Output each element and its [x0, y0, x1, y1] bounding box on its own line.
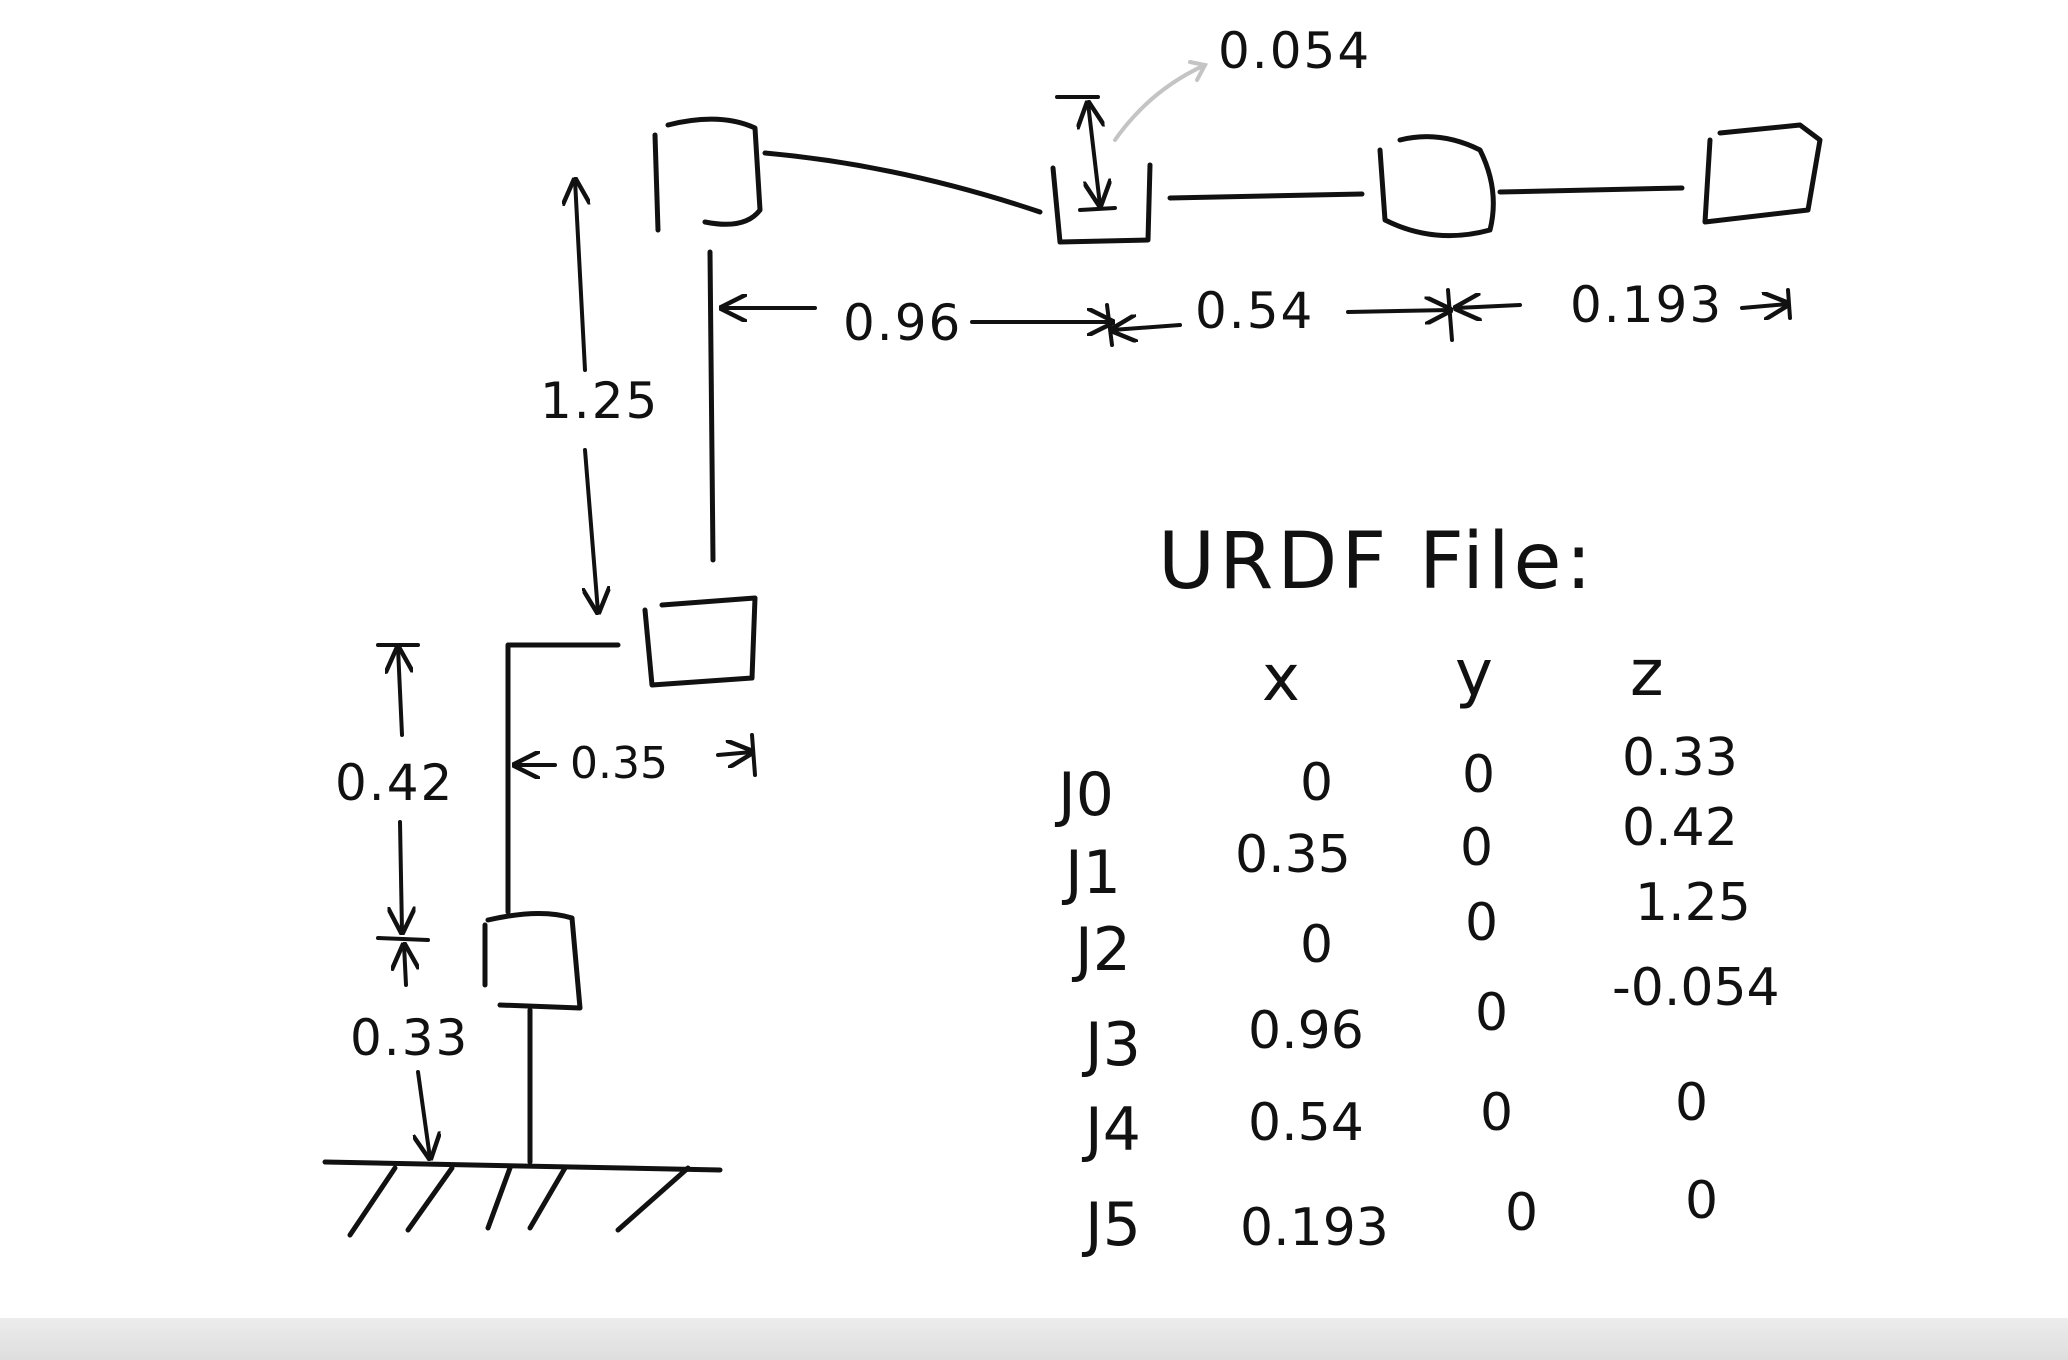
joint-0 — [482, 911, 583, 1011]
dim-base-height: 0.33 — [350, 1009, 469, 1067]
joint-label: J4 — [1081, 1095, 1141, 1165]
cell-x: 0 — [1300, 915, 1333, 975]
joint-3 — [1050, 162, 1153, 245]
cell-z: 0 — [1685, 1171, 1718, 1231]
cell-z: 0.42 — [1622, 798, 1738, 858]
cell-y: 0 — [1465, 893, 1498, 953]
cell-y: 0 — [1480, 1083, 1513, 1143]
urdf-title: URDF File: — [1158, 517, 1596, 607]
cell-y: 0 — [1475, 983, 1508, 1043]
col-header-x: x — [1262, 642, 1300, 716]
joint-2 — [652, 116, 763, 233]
joint-label: J3 — [1081, 1010, 1141, 1080]
table-row: J5 0.193 0 0 — [1081, 1171, 1718, 1260]
vertical-arm — [707, 249, 716, 563]
joint-label: J2 — [1071, 915, 1131, 985]
table-row: J0 0 0 0.33 — [1054, 728, 1738, 830]
dim-upper-link: 0.96 — [843, 294, 962, 352]
cell-z: 0 — [1675, 1073, 1708, 1133]
joint-4 — [1377, 134, 1496, 239]
dimensions — [376, 60, 1790, 1158]
dim-shoulder-height: 0.42 — [335, 754, 454, 812]
link-5 — [1497, 185, 1685, 195]
dimension-labels: 0.054 0.96 0.54 0.193 1.25 0.42 0.35 0.3… — [335, 22, 1723, 1067]
col-header-y: y — [1455, 637, 1493, 711]
dim-vertical-arm: 1.25 — [540, 372, 659, 430]
table-row: J3 0.96 0 -0.054 — [1081, 958, 1780, 1080]
dim-shoulder-offset: 0.35 — [570, 738, 668, 789]
link-3 — [762, 150, 1043, 215]
cell-y: 0 — [1505, 1183, 1538, 1243]
ground — [322, 1159, 723, 1238]
cell-z: 1.25 — [1635, 873, 1751, 933]
table-row: J1 0.35 0 0.42 — [1061, 798, 1738, 908]
joint-label: J1 — [1061, 838, 1121, 908]
cell-z: -0.054 — [1612, 958, 1780, 1018]
cell-x: 0.96 — [1248, 1001, 1364, 1061]
col-header-z: z — [1630, 637, 1664, 711]
urdf-table: URDF File: x y z J0 0 0 0.33 J1 0.35 0 0… — [1054, 517, 1780, 1260]
cell-x: 0.35 — [1235, 825, 1351, 885]
link-1 — [505, 642, 621, 915]
cell-x: 0.54 — [1248, 1093, 1364, 1153]
joint-5 — [1702, 122, 1823, 225]
cell-x: 0 — [1300, 753, 1333, 813]
dim-wrist-link: 0.193 — [1570, 276, 1723, 334]
robot-arm — [482, 116, 1823, 1165]
joint-1 — [642, 595, 758, 688]
bottom-bar — [0, 1318, 2068, 1360]
cell-y: 0 — [1462, 745, 1495, 805]
cell-z: 0.33 — [1622, 728, 1738, 788]
joint-label: J5 — [1081, 1190, 1141, 1260]
joint-label: J0 — [1054, 760, 1114, 830]
table-row: J2 0 0 1.25 — [1071, 873, 1751, 985]
cell-y: 0 — [1460, 818, 1493, 878]
table-row: J4 0.54 0 0 — [1081, 1073, 1708, 1165]
link-4 — [1167, 191, 1365, 201]
dim-forearm-link: 0.54 — [1195, 282, 1314, 340]
dim-top-offset: 0.054 — [1218, 22, 1371, 80]
cell-x: 0.193 — [1240, 1198, 1389, 1258]
